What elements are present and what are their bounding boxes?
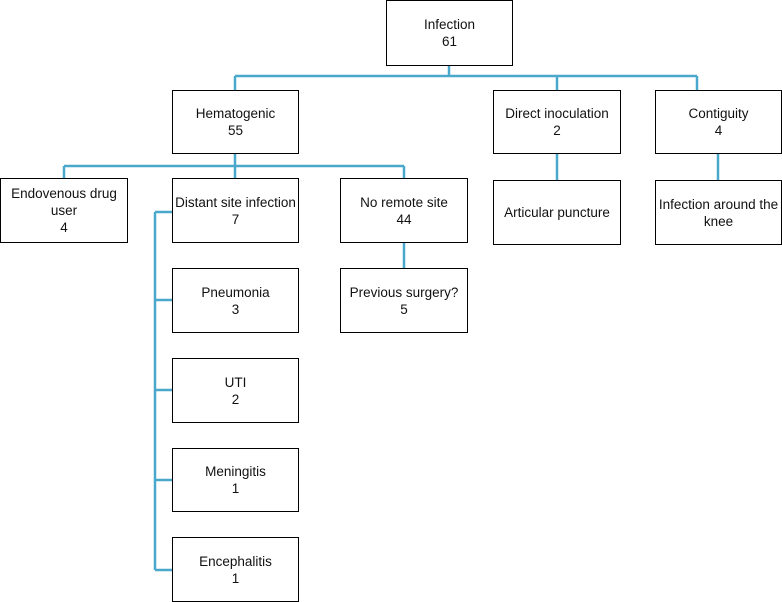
node-label-line2: user [50, 203, 78, 218]
node-articular-puncture: Articular puncture [493, 180, 621, 245]
node-count: 44 [396, 211, 412, 227]
node-count: 2 [231, 391, 240, 407]
node-label: Meningitis [205, 464, 266, 479]
node-meningitis: Meningitis 1 [172, 448, 299, 512]
node-endovenous-drug-user: Endovenous drug user 4 [0, 178, 128, 243]
node-count: 4 [60, 220, 68, 235]
node-pneumonia: Pneumonia 3 [172, 268, 299, 333]
node-label: Distant site infection [175, 194, 296, 210]
node-label: Infection [423, 17, 476, 32]
node-uti: UTI 2 [172, 358, 299, 423]
node-label: Direct inoculation [505, 106, 609, 121]
node-previous-surgery: Previous surgery? 5 [340, 268, 468, 333]
node-count: 7 [231, 211, 240, 227]
node-count: 1 [231, 481, 240, 496]
node-count: 1 [231, 570, 240, 586]
node-count: 61 [441, 34, 458, 49]
node-label-line1: Infection around the [658, 196, 779, 212]
node-infection: Infection 61 [386, 0, 513, 66]
node-count: 4 [714, 123, 723, 138]
node-label: Hematogenic [195, 106, 276, 121]
node-distant-site-infection: Distant site infection 7 [172, 178, 299, 243]
node-encephalitis: Encephalitis 1 [172, 537, 299, 602]
node-label: No remote site [360, 194, 448, 210]
node-label: Pneumonia [201, 284, 270, 300]
node-label: Encephalitis [199, 553, 272, 569]
node-label-line2: knee [703, 213, 734, 229]
node-count: 55 [227, 123, 244, 138]
node-no-remote-site: No remote site 44 [340, 178, 468, 243]
node-count: 2 [553, 123, 561, 138]
node-label: Previous surgery? [349, 284, 459, 300]
node-direct-inoculation: Direct inoculation 2 [493, 90, 621, 154]
node-label: UTI [224, 374, 247, 390]
node-count: 5 [400, 301, 408, 317]
node-hematogenic: Hematogenic 55 [172, 90, 299, 154]
node-infection-around-the-knee: Infection around the knee [655, 180, 782, 245]
node-contiguity: Contiguity 4 [655, 90, 782, 154]
node-label: Articular puncture [504, 205, 610, 220]
node-label-line1: Endovenous drug [11, 186, 117, 201]
node-count: 3 [231, 301, 240, 317]
node-label: Contiguity [688, 106, 749, 121]
